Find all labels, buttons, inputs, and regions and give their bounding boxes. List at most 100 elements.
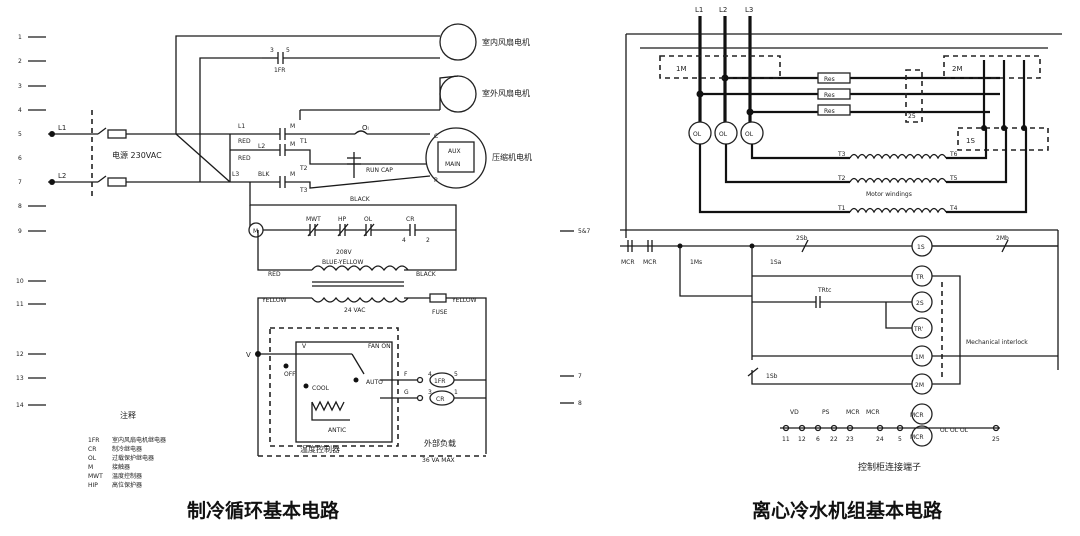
terminal-number: 24 — [876, 436, 884, 443]
fr-terminal-a: 3 — [270, 47, 274, 54]
terminal-r: R — [434, 177, 438, 184]
line-number: 14 — [16, 402, 24, 409]
label-yellow-left: YELLOW — [261, 297, 287, 304]
timer-contact-label: TRtc — [817, 287, 832, 294]
label-l1b: L1 — [238, 123, 245, 130]
resistor-label: Res — [824, 76, 835, 83]
terminal-number: 25 — [992, 436, 1000, 443]
line-number: 2 — [18, 58, 22, 65]
transformer: 208V BLUE-YELLOW RED BLACK YELLOW YELLOW… — [257, 230, 487, 456]
terminal-block-label: 控制柜连接端子 — [858, 461, 921, 473]
line-number: 6 — [18, 155, 22, 162]
overload-label: OL — [719, 131, 728, 138]
motor-windings: T3 T2 T1 T6 T5 T4 Motor windings — [698, 60, 1028, 214]
label-cool: COOL — [312, 385, 330, 392]
coil-mcr-label: MCR — [910, 412, 924, 419]
contact-1sb-label: 1Sb — [766, 373, 778, 380]
fr-contact-label: 1FR — [274, 67, 285, 74]
label-l2b: L2 — [258, 143, 265, 150]
hp-label: HP — [338, 216, 347, 223]
label-blue-yellow: BLUE-YELLOW — [322, 259, 363, 266]
winding-t6: T6 — [949, 151, 958, 158]
line-number: 1 — [18, 34, 22, 41]
coil-1s-label: 1S — [917, 244, 925, 251]
notes-title: 注释 — [120, 410, 136, 420]
legend-notes: 注释 1FR 室内风扇电机继电器 CR 制冷继电器 OL 过载保护继电器 M 接… — [88, 410, 166, 489]
winding-t5: T5 — [949, 175, 958, 182]
overload-label: OL — [693, 131, 702, 138]
ol-label: OL — [364, 216, 373, 223]
line-number: 11 — [16, 301, 24, 308]
label-g: G — [404, 389, 409, 396]
contact-1ms-label: 1Ms — [690, 259, 702, 266]
label-red2: RED — [238, 155, 251, 162]
coil-tr-label: TR — [915, 274, 924, 281]
thermostat-circuit: V V FAN ON OFF COOL AUTO ANTIC F G 4 3 5… — [246, 327, 486, 464]
terminal-number: 22 — [830, 436, 838, 443]
label-fan-on: FAN ON — [368, 343, 391, 350]
line-number: 4 — [18, 107, 22, 114]
label-antic: ANTIC — [328, 427, 346, 434]
label-24vac: 24 VAC — [344, 307, 365, 314]
label-l1: L1 — [58, 124, 66, 132]
winding-t3: T3 — [837, 151, 846, 158]
note-code: M — [88, 464, 93, 471]
contactor-2m-label: 2M — [952, 65, 963, 73]
note-code: CR — [88, 446, 96, 453]
label-208v: 208V — [336, 249, 352, 256]
resistors: Res Res Res — [817, 72, 851, 116]
note-code: HIP — [88, 482, 98, 489]
three-phase-supply: L1 L2 L3 — [625, 6, 1062, 238]
note-code: MWT — [88, 473, 103, 480]
label-v-left: V — [246, 351, 251, 359]
contact-2sb-label: 2Sb — [796, 235, 808, 242]
left-diagram-caption: 制冷循环基本电路 — [187, 500, 340, 522]
winding-t1: T1 — [837, 205, 846, 212]
aux-winding-label: AUX — [448, 148, 461, 155]
label-red3: RED — [268, 271, 281, 278]
terminal-3: 3 — [428, 389, 432, 396]
label-black2: BLACK — [416, 271, 437, 278]
terminal-number: 6 — [816, 436, 820, 443]
external-load-label: 外部负载 — [424, 438, 456, 448]
label-black: BLACK — [350, 196, 371, 203]
label-red1: RED — [238, 138, 251, 145]
note-code: OL — [88, 455, 97, 462]
overload-label: OL — [745, 131, 754, 138]
phase-l2: L2 — [719, 6, 727, 14]
line-ref: 7 — [578, 373, 582, 380]
label-yellow-right: YELLOW — [451, 297, 477, 304]
label-f: F — [404, 371, 408, 378]
label-v-top: V — [302, 343, 307, 350]
contact-m2: M — [290, 141, 295, 148]
line-number-markers: 1 2 3 4 5 6 7 8 9 10 11 12 13 14 5&7 7 8 — [16, 34, 590, 409]
cr-terminal-2: 2 — [426, 237, 430, 244]
indoor-fan-motor-label: 室内风扇电机 — [482, 37, 530, 47]
compressor-motor-label: 压缩机电机 — [492, 152, 532, 162]
contact-m3: M — [290, 171, 295, 178]
terminal-vd: VD — [790, 409, 799, 416]
phase-l1: L1 — [695, 6, 703, 14]
label-l3: L3 — [232, 171, 239, 178]
coil-cr-label: CR — [436, 396, 444, 403]
contactor-coil-row: M MWT HP OL CR 4 2 — [248, 205, 456, 244]
supply-voltage-label: 电源 230VAC — [112, 150, 162, 160]
overload-relays: OL OL OL — [688, 121, 764, 145]
note-desc: 温度控制器 — [112, 472, 142, 480]
note-desc: 室内风扇电机继电器 — [112, 436, 166, 444]
contact-2mb-label: 2Mb — [996, 235, 1009, 242]
terminal-number: 12 — [798, 436, 806, 443]
mcr-contact-label: MCR — [643, 259, 657, 266]
motor-windings-label: Motor windings — [866, 191, 912, 198]
control-circuit: MCR MCR 1Ms 1Sa 2Sb 2Mb 1S TR 2S TR' — [620, 229, 1059, 473]
label-t2: T2 — [299, 165, 308, 172]
winding-t2: T2 — [837, 175, 846, 182]
fan-motor-circuits: 室内风扇电机 3 5 1FR 室外风扇电机 — [175, 23, 530, 182]
line-number: 12 — [16, 351, 24, 358]
line-number: 13 — [16, 375, 24, 382]
line-number: 8 — [18, 203, 22, 210]
note-code: 1FR — [88, 437, 99, 444]
terminal-1: 1 — [454, 389, 458, 396]
note-desc: 过载保护继电器 — [112, 454, 154, 462]
terminal-ps: PS — [822, 409, 830, 416]
